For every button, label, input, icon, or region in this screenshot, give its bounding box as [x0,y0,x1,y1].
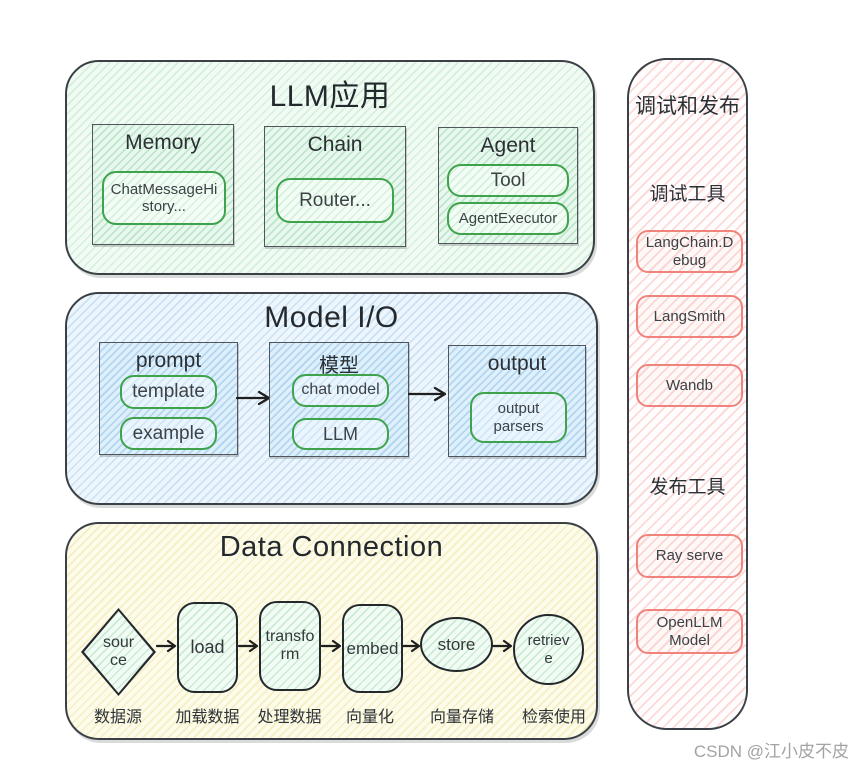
model-box: 模型 chat model LLM [269,342,409,457]
chat-model-pill: chat model [292,374,389,407]
llm-app-title: LLM应用 [269,80,391,113]
arrow-transform-to-embed-icon [320,639,343,658]
chain-title: Chain [307,133,363,156]
transform-shape: transform [259,601,321,691]
arrow-load-to-transform-icon [237,639,260,658]
model-io-title: Model I/O [264,301,399,334]
output-title: output [487,352,547,375]
store-shape: store [420,617,493,672]
agent-title: Agent [480,134,536,157]
chain-box: Chain Router... [264,126,406,247]
arrow-store-to-retrieve-icon [491,639,514,658]
tool-pill: Tool [447,164,569,197]
openllm-model-pill: OpenLLM Model [636,609,743,654]
caption-embed: 向量化 [345,709,394,726]
chat-message-history-pill: ChatMessageHistory... [102,171,226,225]
section-model-io: Model I/O prompt template example 模型 cha… [65,292,598,505]
arrow-embed-to-store-icon [401,639,422,658]
prompt-title: prompt [135,349,202,372]
memory-title: Memory [125,131,201,154]
publish-tools-subtitle: 发布工具 [649,477,726,498]
source-shape: source [81,608,156,696]
arrow-prompt-to-model-icon [235,390,272,411]
source-label: source [102,633,135,669]
data-connection-title: Data Connection [219,531,444,563]
caption-transform: 处理数据 [257,709,322,726]
debug-publish-title: 调试和发布 [635,95,740,118]
section-data-connection: Data Connection source load transform em… [65,522,598,740]
load-shape: load [177,602,238,693]
retrieve-label: retrieve [527,632,570,667]
debug-tools-subtitle: 调试工具 [649,184,726,205]
langsmith-pill: LangSmith [636,295,743,338]
arrow-model-to-output-icon [407,386,448,407]
model-title: 模型 [319,355,359,377]
retrieve-shape: retrieve [513,614,584,685]
example-pill: example [120,417,217,450]
arrow-source-to-load-icon [155,639,178,658]
agent-box: Agent Tool AgentExecutor [438,127,578,244]
caption-source: 数据源 [93,709,142,726]
section-llm-app: LLM应用 Memory ChatMessageHistory... Chain… [65,60,595,275]
wandb-pill: Wandb [636,364,743,407]
csdn-watermark: CSDN @江小皮不皮 [693,742,849,761]
router-pill: Router... [276,178,394,223]
llm-pill: LLM [292,418,389,450]
embed-shape: embed [342,604,403,693]
memory-box: Memory ChatMessageHistory... [92,124,234,245]
langchain-debug-pill: LangChain.Debug [636,230,743,273]
prompt-box: prompt template example [99,342,238,455]
agent-executor-pill: AgentExecutor [447,202,569,235]
caption-retrieve: 检索使用 [521,709,586,726]
output-box: output output parsers [448,345,586,457]
caption-store: 向量存储 [429,709,494,726]
ray-serve-pill: Ray serve [636,534,743,578]
output-parsers-pill: output parsers [470,392,567,443]
caption-load: 加载数据 [175,709,240,726]
section-debug-publish: 调试和发布 调试工具 LangChain.Debug LangSmith Wan… [627,58,748,730]
template-pill: template [120,375,217,409]
